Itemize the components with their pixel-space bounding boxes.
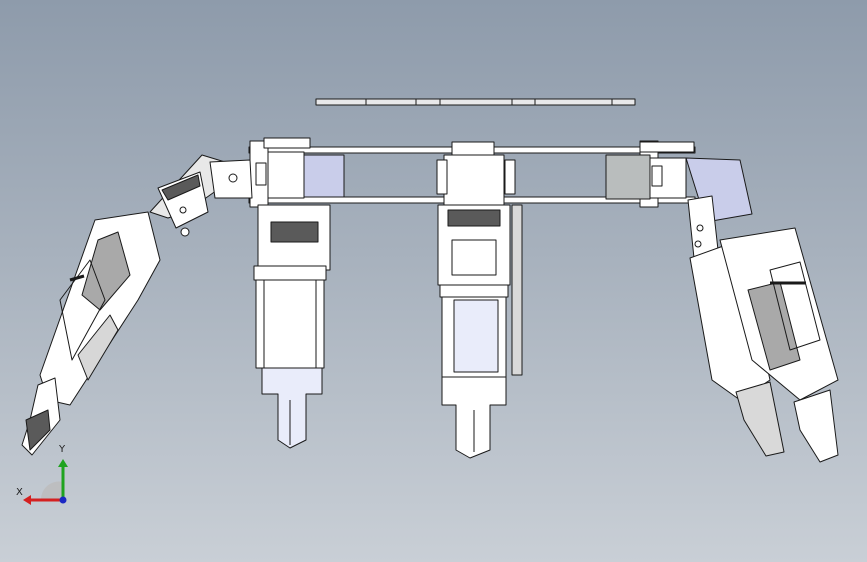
y-axis-label: Y [59,444,66,455]
servo-left[interactable] [255,151,345,199]
servo-right[interactable] [605,154,687,200]
top-plate[interactable] [315,98,636,106]
finger-right[interactable] [685,157,839,463]
z-axis-dot [59,496,67,504]
servo-center[interactable] [436,141,516,206]
finger-center-left[interactable] [253,204,331,449]
x-axis-label: X [16,487,23,498]
finger-center[interactable] [437,204,523,459]
finger-left[interactable] [21,154,253,456]
axis-triad [23,459,68,505]
